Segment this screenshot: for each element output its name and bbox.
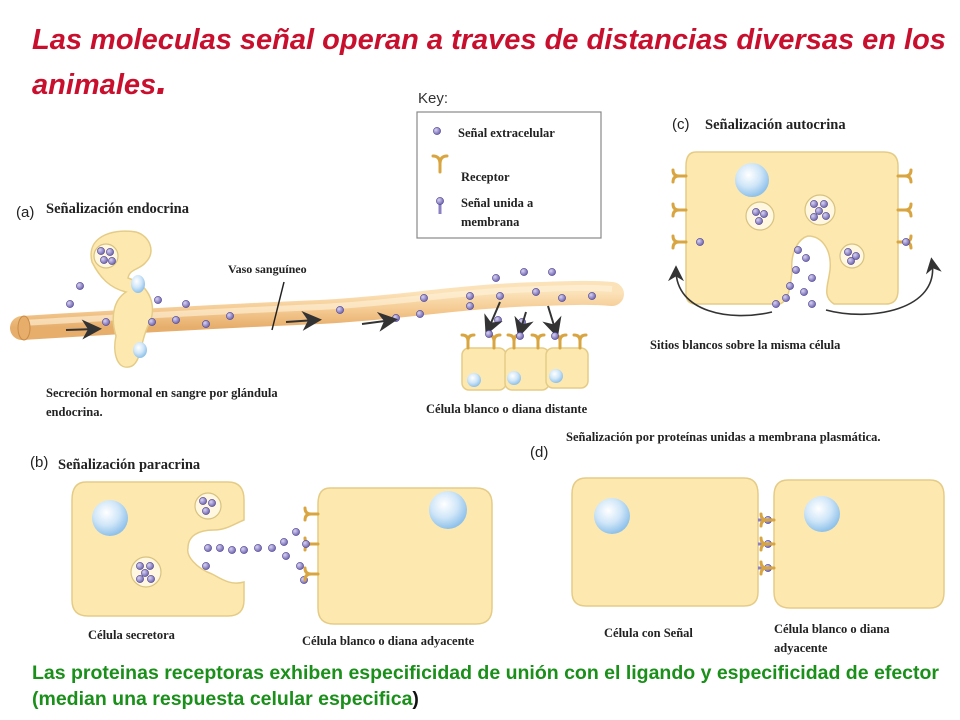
key-receptor-label: Receptor <box>461 170 510 184</box>
autocrine-cell <box>685 151 899 305</box>
signal-molecule-icon <box>433 127 441 135</box>
panel-a-letter: (a) <box>16 204 35 221</box>
panel-b-paracrine <box>71 481 493 625</box>
panel-c-autocrine <box>668 151 942 317</box>
distant-target-cells <box>460 330 589 391</box>
adjacent-target-label-d: Célula blanco o diana adyacente <box>774 622 890 656</box>
panel-d-heading: Señalización por proteínas unidas a memb… <box>566 430 881 444</box>
key-extracellular-signal-label: Señal extracelular <box>458 126 555 140</box>
panel-d-letter: (d) <box>530 444 549 461</box>
key-legend <box>416 111 602 239</box>
panel-c-letter: (c) <box>672 116 690 133</box>
adjacent-target-cell <box>773 479 945 609</box>
same-cell-sites-label: Sitios blancos sobre la misma célula <box>650 338 841 352</box>
membrane-signal-icon <box>436 197 444 214</box>
signal-cell-label: Célula con Señal <box>604 626 693 640</box>
signal-cell <box>571 477 759 607</box>
panel-b-letter: (b) <box>30 454 49 471</box>
panel-a-heading: Señalización endocrina <box>46 201 189 217</box>
panel-b-heading: Señalización paracrina <box>58 457 201 473</box>
panel-d-membrane <box>571 477 945 609</box>
secretory-cell-label: Célula secretora <box>88 628 175 642</box>
receptor-icon <box>431 154 449 174</box>
membrane-protein-contacts <box>758 512 776 576</box>
slide-title: Las moleculas señal operan a traves de d… <box>32 24 946 103</box>
distant-target-label: Célula blanco o diana distante <box>426 402 588 416</box>
adjacent-target-label-b: Célula blanco o diana adyacente <box>302 634 475 648</box>
vessel-label: Vaso sanguíneo <box>228 262 307 276</box>
key-heading: Key: <box>418 90 449 107</box>
secretion-label: Secreción hormonal en sangre por glándul… <box>46 386 278 420</box>
bottom-statement: Las proteinas receptoras exhiben especif… <box>32 662 940 711</box>
key-membrane-signal-label: Señal unida a membrana <box>461 196 534 230</box>
panel-c-heading: Señalización autocrina <box>705 117 846 133</box>
panel-a-endocrine <box>10 230 624 391</box>
